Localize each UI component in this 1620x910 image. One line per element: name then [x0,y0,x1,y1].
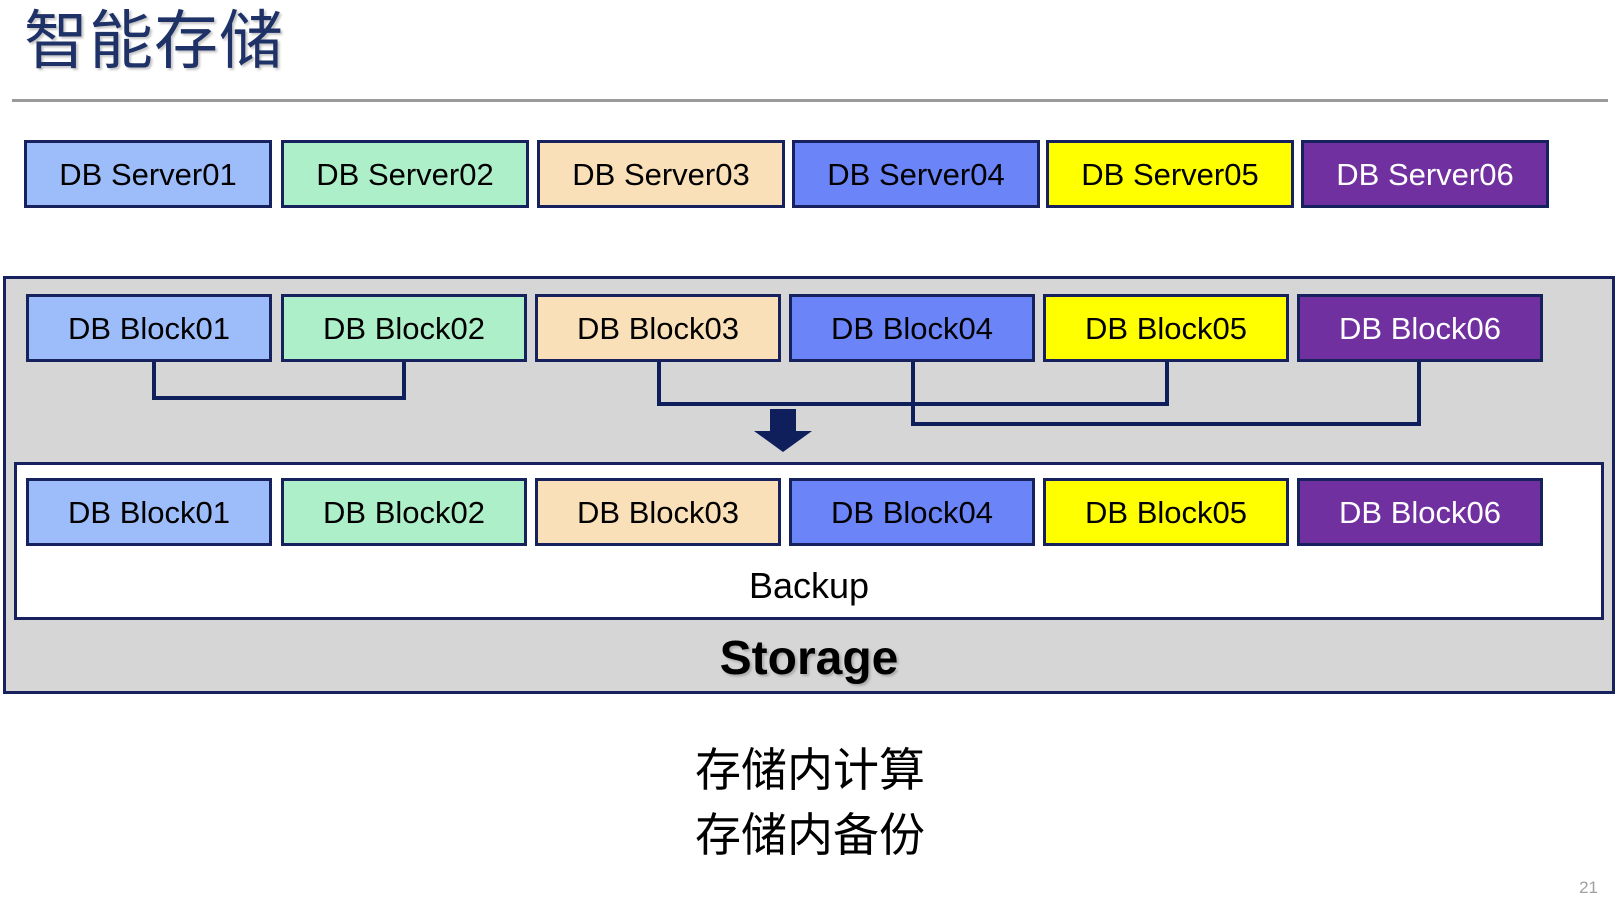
db-block-box-2[interactable]: DB Block02 [281,294,527,362]
db-block-backup-box-label: DB Block03 [577,494,739,530]
db-block-box-label: DB Block04 [831,310,993,346]
db-server-box-3[interactable]: DB Server03 [537,140,785,208]
db-server-box-6[interactable]: DB Server06 [1301,140,1549,208]
title-divider [12,99,1608,102]
caption-line-1: 存储内计算 [695,744,925,796]
db-server-box-1[interactable]: DB Server01 [24,140,272,208]
db-block-box-1[interactable]: DB Block01 [26,294,272,362]
db-block-backup-box-label: DB Block06 [1339,494,1501,530]
db-server-box-label: DB Server03 [572,156,750,192]
db-block-backup-box-4[interactable]: DB Block04 [789,478,1035,546]
db-server-box-5[interactable]: DB Server05 [1046,140,1294,208]
backup-label: Backup [748,565,870,606]
db-server-box-label: DB Server05 [1081,156,1259,192]
db-server-box-label: DB Server01 [59,156,237,192]
db-server-box-4[interactable]: DB Server04 [792,140,1040,208]
block04-to-block06-left-leg [911,362,915,426]
caption-block: 存储内计算 存储内备份 [0,738,1620,869]
db-server-box-label: DB Server06 [1336,156,1514,192]
db-block-backup-box-label: DB Block05 [1085,494,1247,530]
db-block-box-6[interactable]: DB Block06 [1297,294,1543,362]
block01-to-block02-crossbar [152,396,406,400]
block01-to-block02-right-leg [402,362,406,400]
db-block-backup-box-label: DB Block01 [68,494,230,530]
db-block-box-label: DB Block05 [1085,310,1247,346]
storage-label: Storage [719,632,899,685]
block01-to-block02-left-leg [152,362,156,400]
db-block-box-label: DB Block01 [68,310,230,346]
db-block-backup-box-label: DB Block02 [323,494,485,530]
page-title: 智能存储 [24,5,284,77]
db-block-box-label: DB Block02 [323,310,485,346]
block04-to-block06-right-leg [1417,362,1421,426]
page-number: 21 [1579,878,1598,897]
db-block-backup-box-3[interactable]: DB Block03 [535,478,781,546]
db-block-backup-box-5[interactable]: DB Block05 [1043,478,1289,546]
db-block-backup-box-6[interactable]: DB Block06 [1297,478,1543,546]
block03-to-block05-left-leg [657,362,661,406]
db-block-backup-box-1[interactable]: DB Block01 [26,478,272,546]
db-block-backup-box-2[interactable]: DB Block02 [281,478,527,546]
db-block-box-3[interactable]: DB Block03 [535,294,781,362]
db-server-box-label: DB Server04 [827,156,1005,192]
db-block-box-label: DB Block06 [1339,310,1501,346]
down-arrow-icon [752,409,814,453]
caption-line-2: 存储内备份 [695,809,925,862]
block03-to-block05-right-leg [1165,362,1169,406]
db-block-box-5[interactable]: DB Block05 [1043,294,1289,362]
db-block-box-4[interactable]: DB Block04 [789,294,1035,362]
db-block-box-label: DB Block03 [577,310,739,346]
db-server-box-label: DB Server02 [316,156,494,192]
db-server-box-2[interactable]: DB Server02 [281,140,529,208]
db-block-backup-box-label: DB Block04 [831,494,993,530]
block04-to-block06-crossbar [911,422,1421,426]
